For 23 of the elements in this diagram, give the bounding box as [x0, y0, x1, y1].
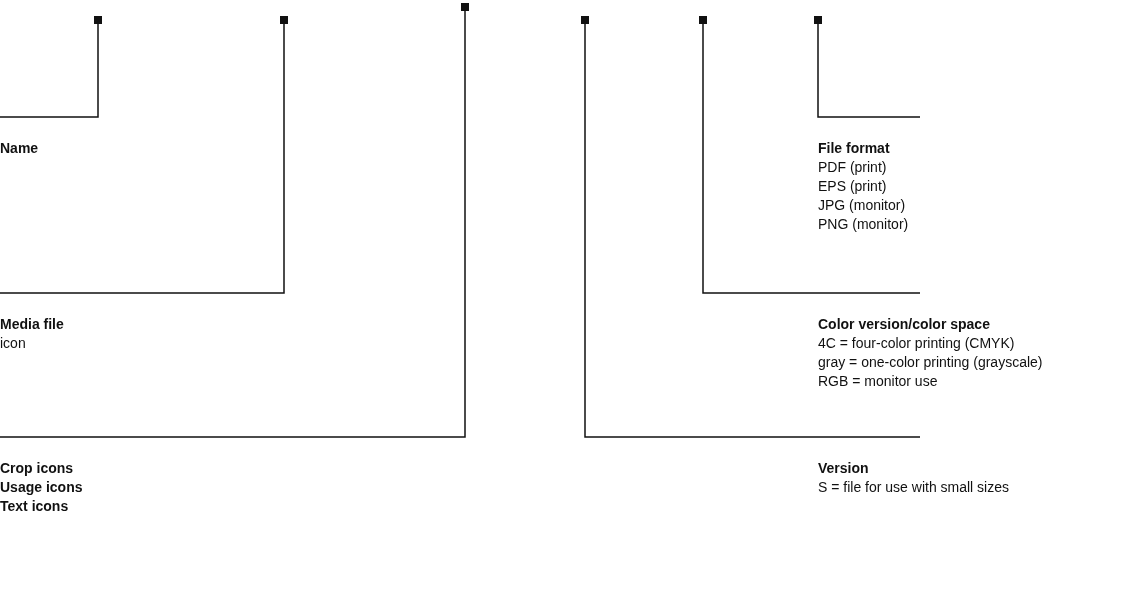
heading: Name: [0, 139, 40, 158]
leader-line: [0, 16, 102, 118]
leader-line: [814, 16, 921, 118]
description-text: JPG (monitor): [818, 196, 907, 215]
heading: Media file: [0, 315, 65, 334]
leader-line: [699, 16, 921, 294]
leader-line: [0, 16, 288, 294]
heading: Crop icons: [0, 459, 75, 478]
leader-line: [581, 16, 921, 438]
heading: Text icons: [0, 497, 70, 516]
description-text: gray = one-color printing (grayscale): [818, 353, 1044, 372]
heading: File format: [818, 139, 891, 158]
description-text: RGB = monitor use: [818, 372, 939, 391]
description-text: PNG (monitor): [818, 215, 910, 234]
description-text: icon: [0, 334, 27, 353]
heading: Color version/color space: [818, 315, 991, 334]
description-text: S = file for use with small sizes: [818, 478, 1010, 497]
heading: Usage icons: [0, 478, 84, 497]
leader-line: [0, 3, 469, 438]
description-text: EPS (print): [818, 177, 888, 196]
description-text: 4C = four-color printing (CMYK): [818, 334, 1016, 353]
description-text: PDF (print): [818, 158, 888, 177]
heading: Version: [818, 459, 870, 478]
